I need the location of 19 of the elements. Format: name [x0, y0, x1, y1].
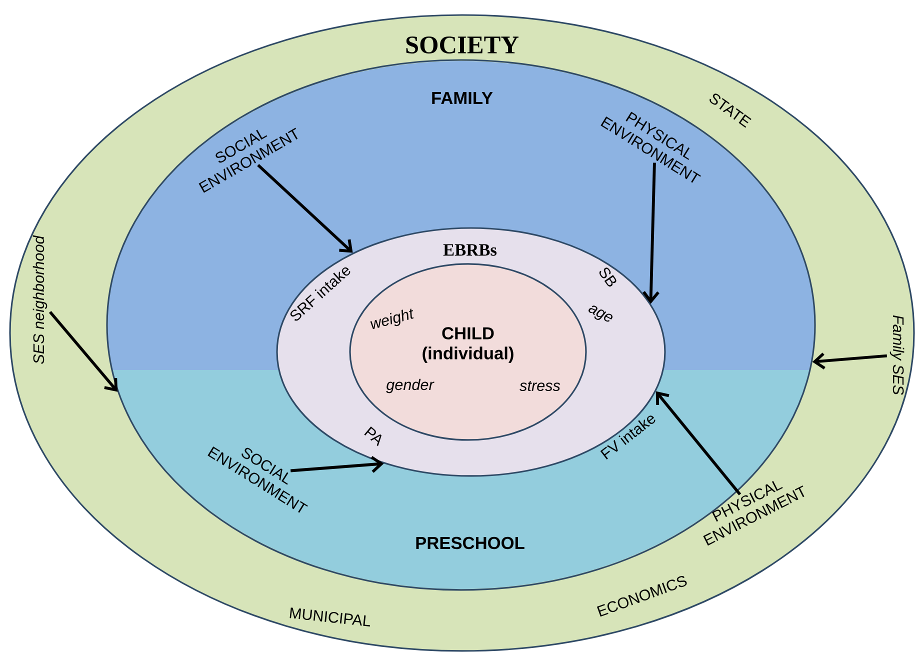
factor-label: age — [588, 306, 612, 322]
band-label: MUNICIPAL — [290, 608, 370, 626]
center-label: CHILD (individual) — [422, 327, 514, 363]
arrow — [290, 456, 384, 473]
influence-label: Family SES — [890, 315, 904, 395]
ring-label: EBRBs — [443, 244, 497, 256]
band-label: SB — [599, 268, 616, 287]
factor-label: gender — [386, 378, 434, 394]
arrow — [642, 162, 660, 304]
title: SOCIETY — [406, 36, 519, 54]
band-label: PRESCHOOL — [416, 536, 524, 550]
arrow — [48, 310, 118, 392]
band-label: FAMILY — [432, 92, 493, 104]
factor-label: weight — [370, 308, 414, 330]
arrow — [257, 164, 353, 253]
band-label: PA — [364, 426, 382, 446]
factor-label: stress — [520, 380, 560, 392]
arrow — [812, 352, 888, 370]
influence-label: SES neighborhood — [32, 235, 48, 364]
